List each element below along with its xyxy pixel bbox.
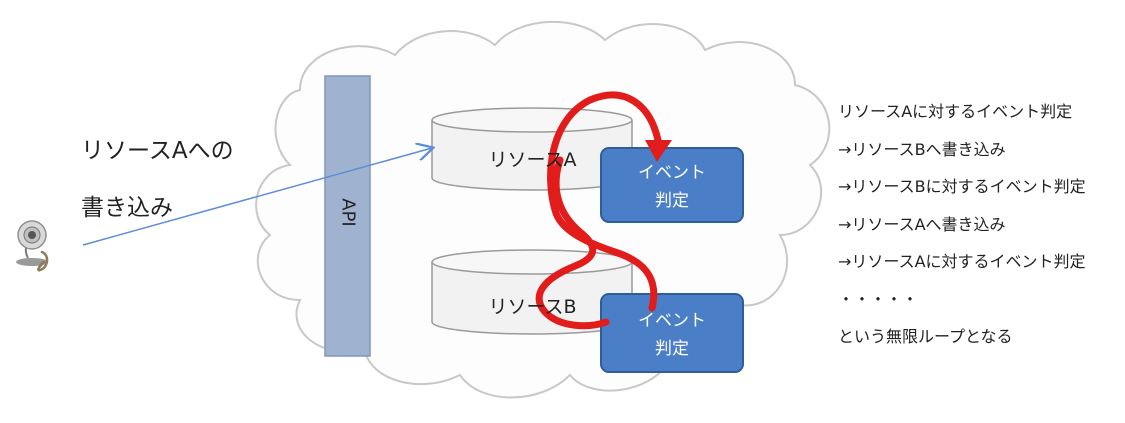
event-bottom-line2: 判定 bbox=[655, 339, 689, 359]
resource-a-cylinder bbox=[431, 107, 633, 191]
webcam-user-icon bbox=[16, 220, 49, 272]
left-label-line1: リソースAへの bbox=[81, 138, 234, 164]
left-label-line2: 書き込み bbox=[81, 195, 173, 221]
event-box-top bbox=[600, 147, 744, 223]
note-line: リソースAに対するイベント判定 bbox=[838, 102, 1073, 121]
write-arrow bbox=[82, 148, 432, 246]
resource-b-label: リソースB bbox=[488, 296, 577, 318]
infinite-loop-curve-lower bbox=[535, 156, 610, 330]
event-bottom-line1: イベント bbox=[638, 311, 706, 331]
event-box-bottom bbox=[600, 293, 744, 373]
resource-a-label: リソースA bbox=[488, 149, 577, 171]
note-line: →リソースBに対するイベント判定 bbox=[838, 177, 1086, 196]
note-line: →リソースBへ書き込み bbox=[838, 139, 1006, 159]
event-top-line2: 判定 bbox=[655, 191, 689, 211]
api-label: API bbox=[337, 198, 359, 227]
note-line: →リソースAに対するイベント判定 bbox=[838, 252, 1086, 271]
note-line: という無限ループとなる bbox=[838, 327, 1013, 346]
note-line: ・・・・・ bbox=[838, 289, 919, 309]
note-line: →リソースAへ書き込み bbox=[838, 214, 1006, 234]
loop-arrowhead bbox=[645, 140, 672, 162]
event-top-line1: イベント bbox=[638, 163, 706, 183]
notes-list: リソースAに対するイベント判定 →リソースBへ書き込み →リソースBに対するイベ… bbox=[838, 93, 1086, 356]
infinite-loop-curve bbox=[547, 91, 662, 312]
api-bar bbox=[324, 75, 371, 357]
